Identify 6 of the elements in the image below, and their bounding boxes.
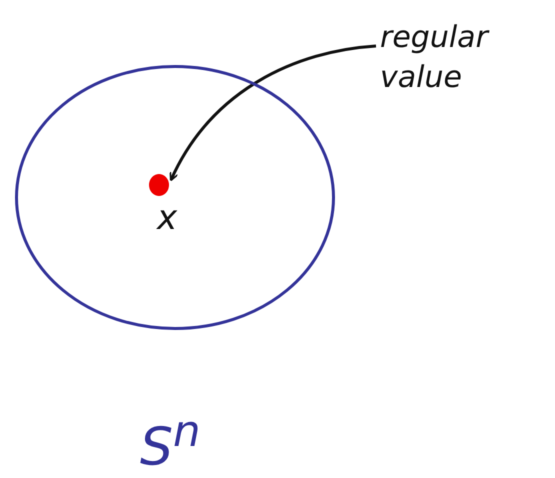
annotation-text: regular value — [380, 18, 550, 108]
arrow — [170, 44, 376, 182]
space-label: S$^{n}$ — [140, 406, 200, 478]
point-dot — [149, 174, 169, 196]
point-label: x — [157, 200, 178, 236]
sphere-circle — [15, 65, 335, 330]
